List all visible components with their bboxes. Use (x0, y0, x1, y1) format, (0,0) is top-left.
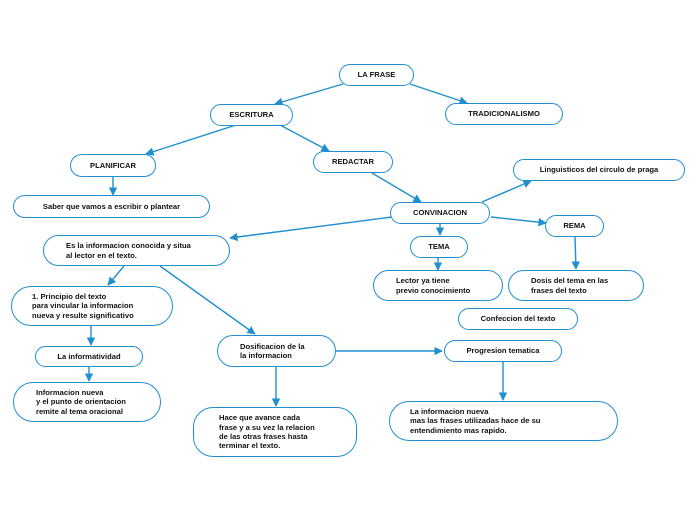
node-lector-label: Lector ya tiene previo conocimiento (396, 276, 471, 295)
connector-lafrase-escritura (274, 83, 344, 106)
node-hace-avance[interactable]: Hace que avance cada frase y a su vez la… (193, 407, 357, 457)
node-convinacion-label: CONVINACION (412, 208, 467, 218)
node-info-conocida[interactable]: Es la informacion conocida y situa al le… (43, 235, 230, 266)
node-dosis-label: Dosis del tema en las frases del texto (531, 276, 609, 295)
connector-convinacion-infoconocida (229, 216, 393, 242)
node-info-conocida-label: Es la informacion conocida y situa al le… (66, 241, 191, 260)
node-rema[interactable]: REMA (545, 215, 604, 237)
node-info-nueva-label: Informacion nueva y el punto de orientac… (36, 387, 126, 416)
node-tema-label: TEMA (428, 242, 450, 252)
connector-infoconocida-principio (107, 265, 125, 286)
node-hace-avance-label: Hace que avance cada frase y a su vez la… (219, 413, 315, 451)
node-tradicionalismo-label: TRADICIONALISMO (468, 109, 540, 119)
node-escritura-label: ESCRITURA (229, 110, 274, 120)
node-confeccion[interactable]: Confeccion del texto (458, 308, 578, 330)
node-linguisticos-label: Linguisticos del circulo de praga (539, 165, 659, 175)
connector-redactar-convinacion (371, 172, 422, 203)
connector-escritura-planificar (145, 124, 237, 156)
node-dosis[interactable]: Dosis del tema en las frases del texto (508, 270, 644, 301)
node-redactar[interactable]: REDACTAR (313, 151, 393, 173)
connector-infoconocida-dosificacion (159, 265, 256, 335)
connector-convinacion-linguisticos (481, 180, 532, 203)
node-dosificacion[interactable]: Dosificacion de la la informacion (217, 335, 336, 367)
node-info-nueva[interactable]: Informacion nueva y el punto de orientac… (13, 382, 161, 422)
node-escritura[interactable]: ESCRITURA (210, 104, 293, 126)
node-planificar[interactable]: PLANIFICAR (70, 154, 156, 177)
node-principio-label: 1. Principio del texto para vincular la … (32, 291, 134, 320)
node-informatividad[interactable]: La informatividad (35, 346, 143, 367)
node-tema[interactable]: TEMA (410, 236, 468, 258)
node-saber-label: Saber que vamos a escribir o plantear (42, 201, 181, 211)
node-progresion[interactable]: Progresion tematica (444, 340, 562, 362)
node-la-frase[interactable]: LA FRASE (339, 64, 414, 86)
node-rema-label: REMA (563, 221, 586, 231)
node-progresion-label: Progresion tematica (466, 346, 540, 356)
node-linguisticos[interactable]: Linguisticos del circulo de praga (513, 159, 685, 181)
node-tradicionalismo[interactable]: TRADICIONALISMO (445, 103, 563, 125)
node-principio[interactable]: 1. Principio del texto para vincular la … (11, 286, 173, 326)
connector-escritura-redactar (279, 124, 330, 152)
node-info-nueva-frases-label: La informacion nueva mas las frases util… (410, 406, 541, 435)
node-lector[interactable]: Lector ya tiene previo conocimiento (373, 270, 503, 301)
node-la-frase-label: LA FRASE (357, 70, 396, 80)
node-planificar-label: PLANIFICAR (90, 160, 136, 170)
connector-rema-dosis (571, 236, 580, 270)
connector-lafrase-tradicionalismo (409, 83, 468, 105)
node-saber[interactable]: Saber que vamos a escribir o plantear (13, 195, 210, 218)
node-redactar-label: REDACTAR (331, 157, 375, 167)
connector-convinacion-rema (490, 216, 547, 227)
node-confeccion-label: Confeccion del texto (480, 314, 556, 324)
node-dosificacion-label: Dosificacion de la la informacion (240, 341, 305, 360)
node-info-nueva-frases[interactable]: La informacion nueva mas las frases util… (389, 401, 618, 441)
node-convinacion[interactable]: CONVINACION (390, 202, 490, 224)
node-informatividad-label: La informatividad (57, 351, 121, 361)
